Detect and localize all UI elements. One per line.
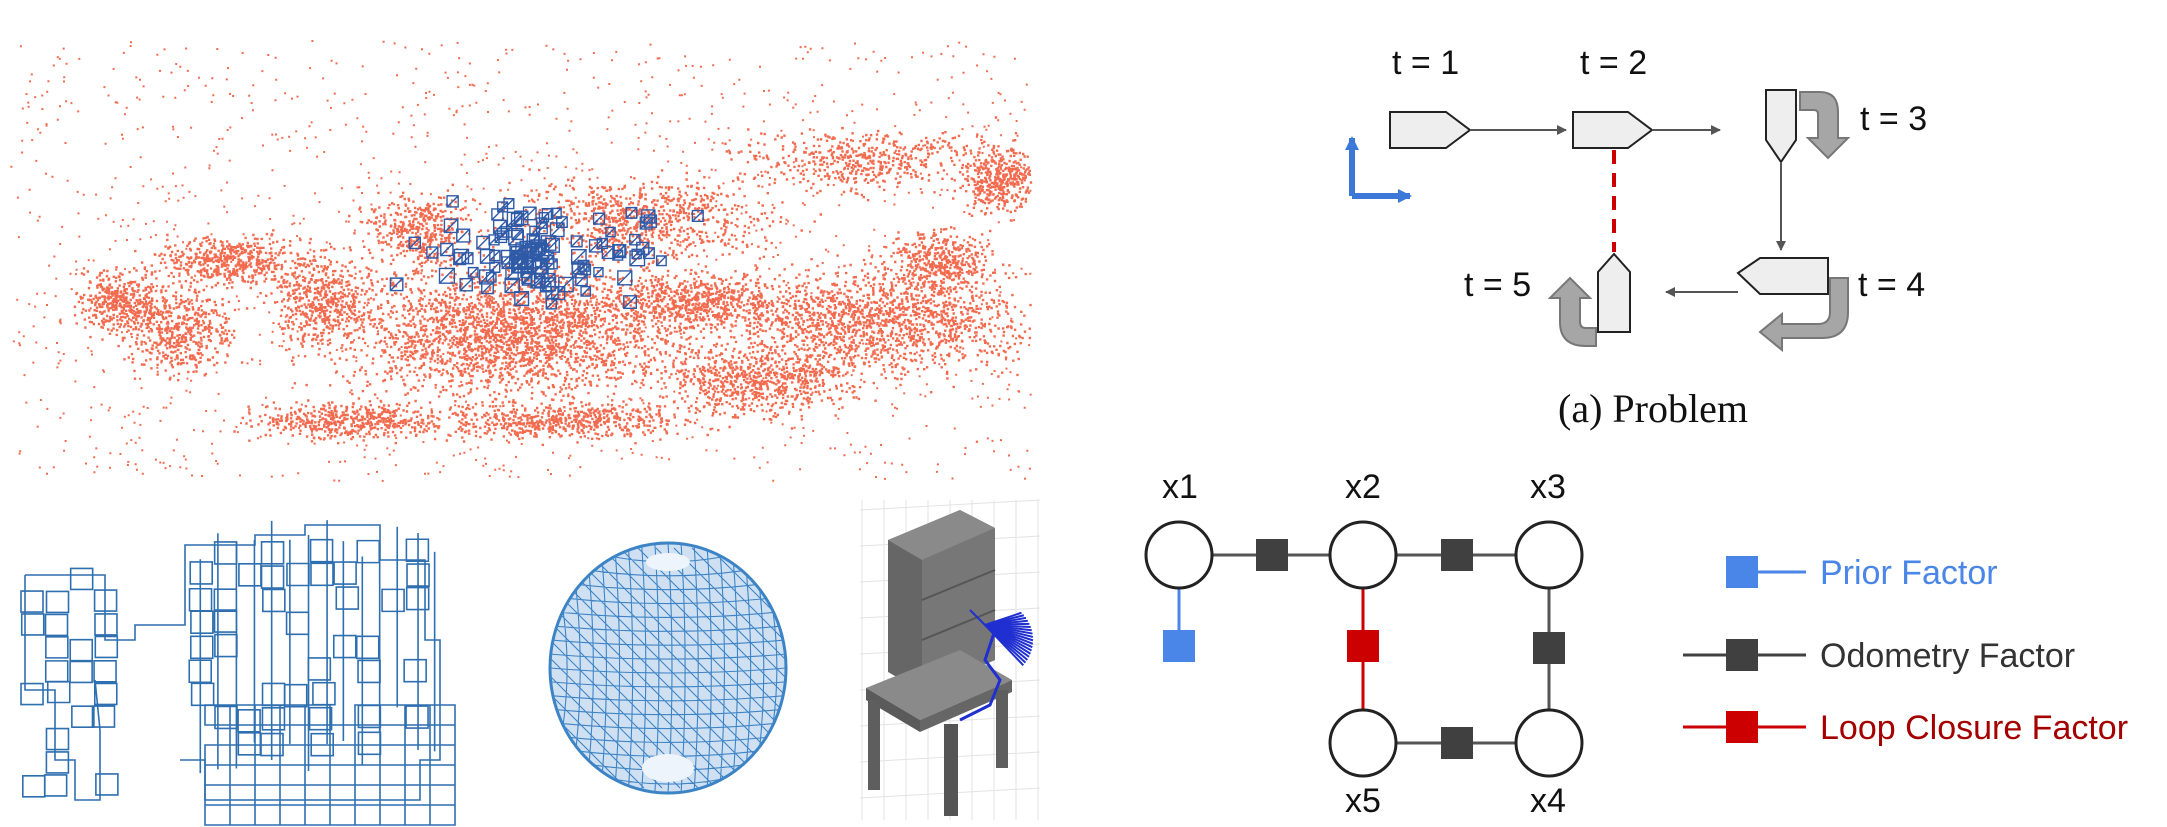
turn-arrow-icon bbox=[1547, 91, 1851, 353]
node-x4 bbox=[1514, 708, 1584, 778]
time-label-t3: t = 3 bbox=[1860, 100, 1927, 138]
pose-t1 bbox=[1389, 111, 1472, 149]
time-label-t2: t = 2 bbox=[1580, 44, 1647, 82]
node-label-x3: x3 bbox=[1530, 468, 1566, 506]
pose-t3 bbox=[1765, 89, 1797, 164]
time-label-t5: t = 5 bbox=[1464, 266, 1531, 304]
wireframe-sphere bbox=[548, 541, 788, 795]
loop-closure-factor bbox=[1347, 630, 1379, 662]
node-x3 bbox=[1514, 520, 1584, 590]
odometry-factor-x3-x4 bbox=[1533, 632, 1565, 664]
odometry-factor-x1-x2 bbox=[1256, 539, 1288, 571]
coordinate-axes-icon bbox=[1345, 136, 1412, 203]
node-x1 bbox=[1144, 520, 1214, 590]
problem-illustration: t = 1 t = 2 t = 3 t = 4 t = 5 (a) Proble… bbox=[1345, 44, 1927, 431]
legend-odometry-label: Odometry Factor bbox=[1820, 637, 2075, 675]
pose-t5 bbox=[1597, 252, 1631, 333]
node-label-x1: x1 bbox=[1162, 468, 1198, 506]
legend-odometry-swatch bbox=[1726, 639, 1758, 671]
problem-caption: (a) Problem bbox=[1558, 386, 1748, 431]
pose-t2 bbox=[1572, 111, 1654, 149]
node-x2 bbox=[1328, 520, 1398, 590]
legend-loop-closure-label: Loop Closure Factor bbox=[1820, 709, 2128, 747]
odometry-factor-x4-x5 bbox=[1441, 727, 1473, 759]
grid-trajectory-plot bbox=[20, 520, 456, 826]
node-label-x2: x2 bbox=[1345, 468, 1381, 506]
time-label-t1: t = 1 bbox=[1392, 44, 1459, 82]
legend-prior-swatch bbox=[1726, 556, 1758, 588]
time-label-t4: t = 4 bbox=[1858, 266, 1925, 304]
chair-arm-scene bbox=[859, 499, 1041, 820]
node-x5 bbox=[1328, 708, 1398, 778]
legend-prior-label: Prior Factor bbox=[1820, 554, 1998, 592]
point-cloud-reconstruction bbox=[10, 40, 1033, 482]
odometry-factor-x2-x3 bbox=[1441, 539, 1473, 571]
legend-loop-closure-swatch bbox=[1726, 711, 1758, 743]
prior-factor bbox=[1163, 630, 1195, 662]
node-label-x5: x5 bbox=[1345, 782, 1381, 820]
legend: Prior Factor Odometry Factor Loop Closur… bbox=[1683, 554, 2128, 747]
pose-t4 bbox=[1736, 257, 1829, 295]
node-label-x4: x4 bbox=[1530, 782, 1566, 820]
factor-graph: x1 x2 x3 x5 x4 bbox=[1144, 468, 1584, 820]
